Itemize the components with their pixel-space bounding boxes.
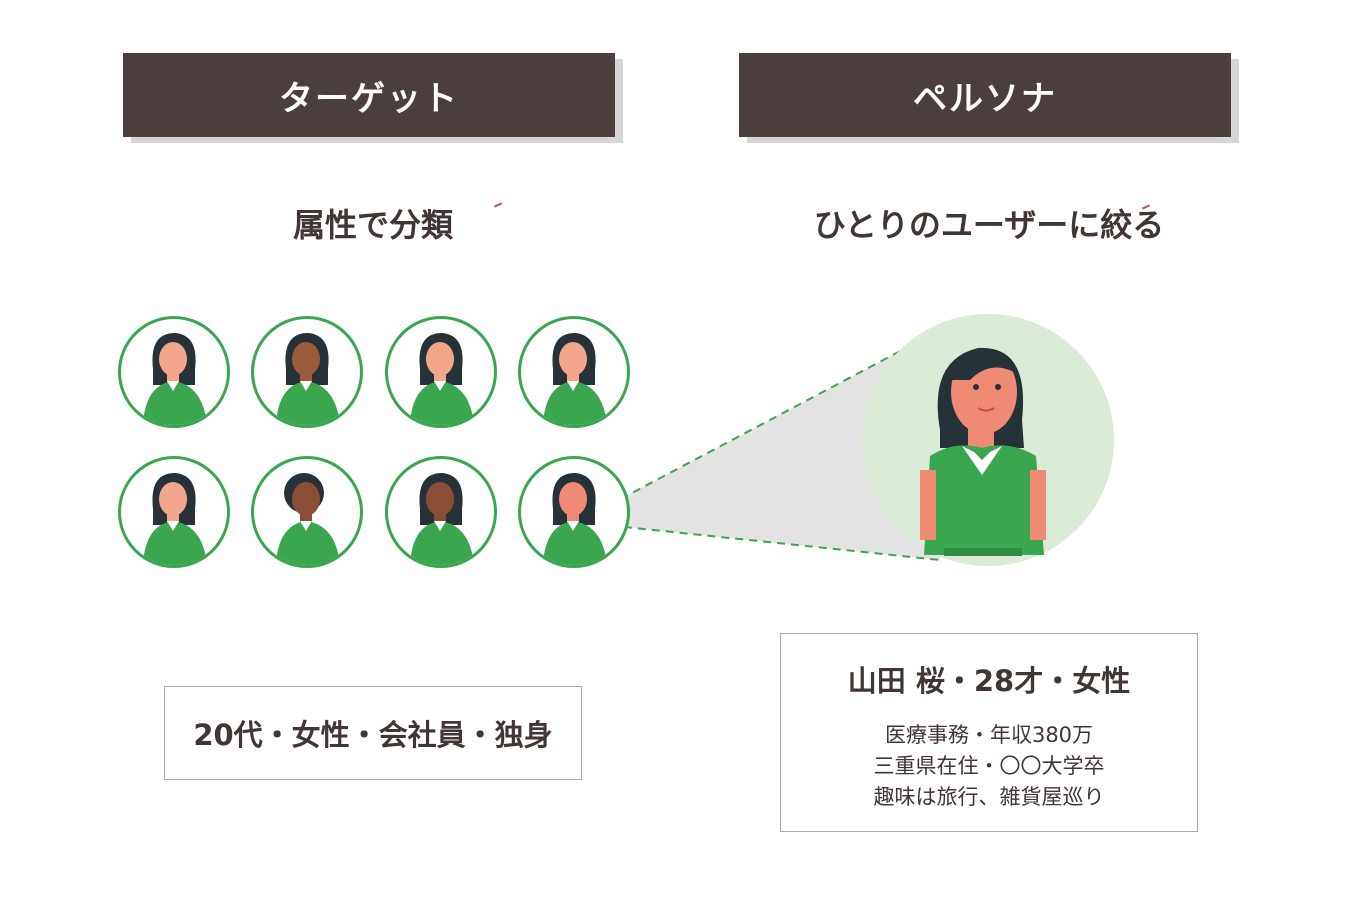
woman-avatar-7	[385, 456, 497, 568]
target-header-label: ターゲット	[123, 53, 615, 137]
target-attributes-box: 20代・女性・会社員・独身	[164, 686, 582, 780]
persona-header: ペルソナ	[739, 53, 1239, 143]
persona-detail-line: 趣味は旅行、雑貨屋巡り	[873, 785, 1105, 809]
woman-avatar-8	[518, 456, 630, 568]
persona-large-figure	[920, 347, 1046, 556]
woman-avatar-5	[118, 456, 230, 568]
persona-name: 山田 桜・28才・女性	[847, 664, 1131, 698]
woman-avatar-3	[385, 316, 497, 428]
persona-header-label: ペルソナ	[739, 53, 1231, 137]
zoom-dash-bottom	[595, 523, 941, 561]
persona-detail-line: 医療事務・年収380万	[884, 723, 1094, 747]
woman-avatar-2	[251, 316, 363, 428]
target-subtitle: 属性で分類	[292, 206, 453, 244]
woman-avatar-6	[251, 456, 363, 568]
persona-detail-line: 三重県在住・〇〇大学卒	[873, 754, 1105, 778]
zoom-beam	[596, 330, 940, 560]
woman-avatar-4	[518, 316, 630, 428]
target-header: ターゲット	[123, 53, 623, 143]
woman-avatar-1	[118, 316, 230, 428]
persona-subtitle: ひとりのユーザーに絞る	[813, 206, 1165, 244]
persona-profile-box: 山田 桜・28才・女性 医療事務・年収380万 三重県在住・〇〇大学卒 趣味は旅…	[780, 633, 1198, 832]
zoom-dash-top	[595, 329, 941, 513]
